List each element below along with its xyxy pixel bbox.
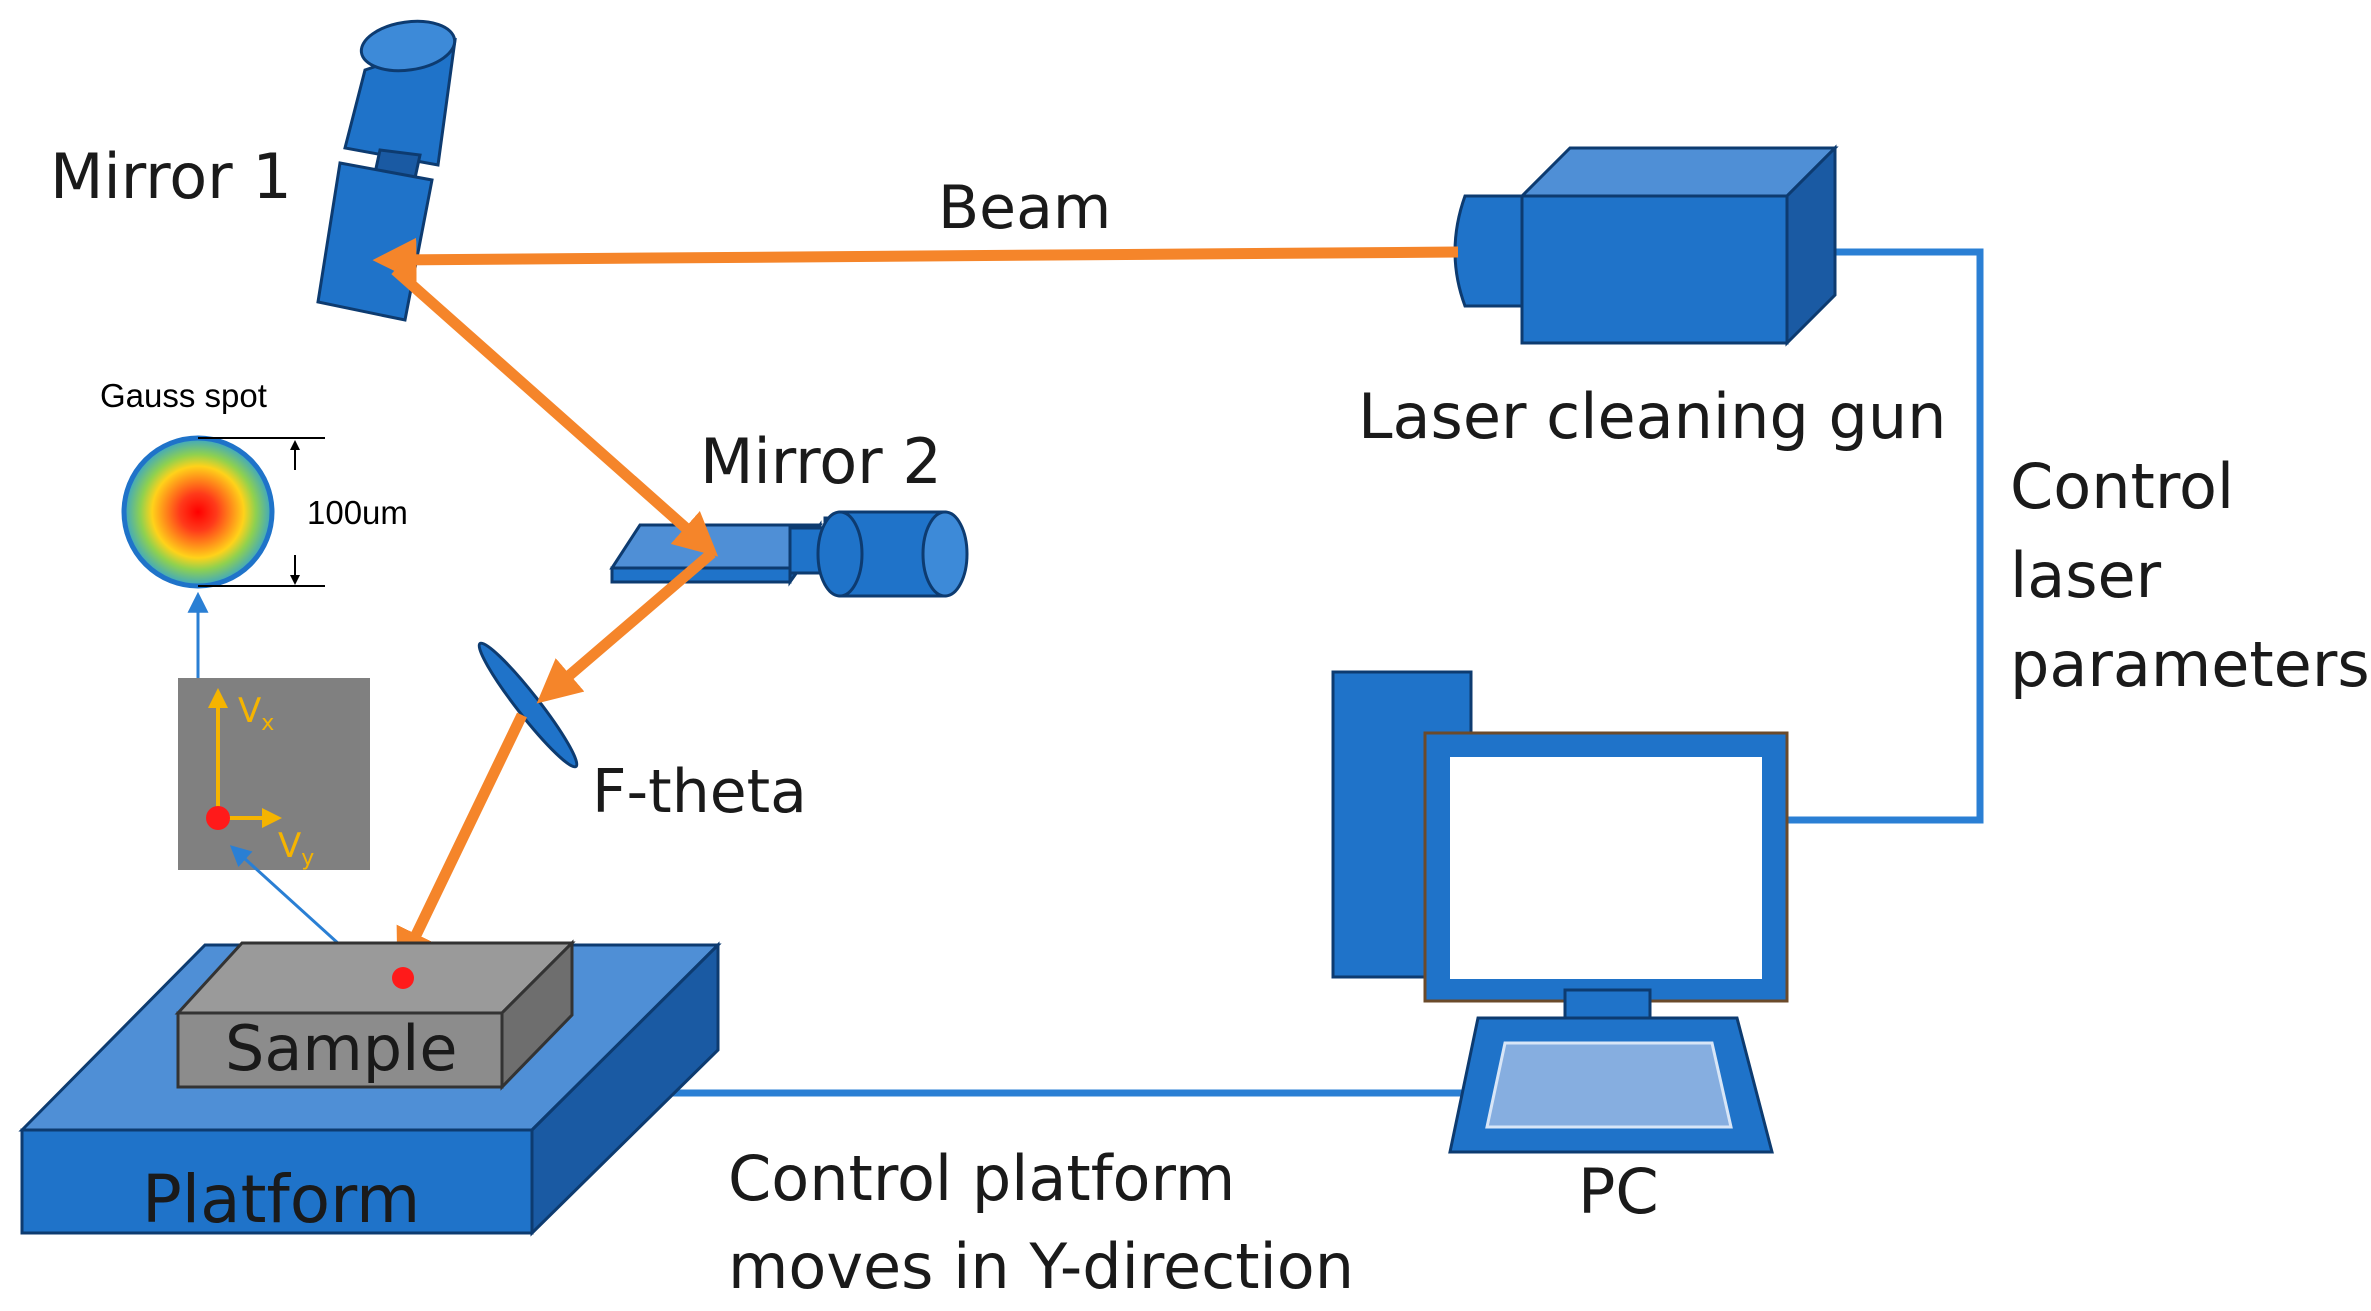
platform-label: Platform [142,1161,420,1238]
control-laser-label-line2: laser [2010,539,2162,612]
control-laser-label-line1: Control [2010,450,2234,523]
beam-label: Beam [938,173,1111,243]
f-theta-lens-icon [477,641,579,769]
pc-label: PC [1578,1155,1659,1228]
mirror1-label: Mirror 1 [50,140,292,213]
spot-size-label: 100um [307,494,408,531]
gauss-spot-label: Gauss spot [100,377,267,414]
sample-label: Sample [225,1012,457,1085]
velocity-inset-box [178,678,370,870]
mirror2-label: Mirror 2 [700,425,942,498]
vx-label: Vx [238,691,274,736]
control-laser-label-line3: parameters [2010,628,2370,701]
pc-monitor-screen [1450,757,1762,979]
gauss-spot-icon [121,435,275,589]
control-platform-label-line2: moves in Y-direction [728,1230,1354,1303]
pc-monitor-stand [1563,988,1652,1020]
laser-spot-on-sample [392,967,414,989]
pc-icon [1331,670,1789,1154]
sample-icon [174,939,576,1091]
laser-cleaning-gun-icon [1453,144,1839,347]
laser-control-cable [1785,248,1984,824]
vy-label: Vy [278,826,314,871]
mirror1-icon [316,19,457,322]
spot-size-dimension [198,437,325,587]
laser-gun-label: Laser cleaning gun [1358,380,1946,453]
inset-spot-dot [206,806,230,830]
pc-keyboard-pad [1485,1041,1733,1129]
f-theta-label: F-theta [592,757,807,827]
mirror2-icon [609,510,969,598]
laser-beam-path [372,237,1459,974]
control-platform-label-line1: Control platform [728,1142,1235,1215]
